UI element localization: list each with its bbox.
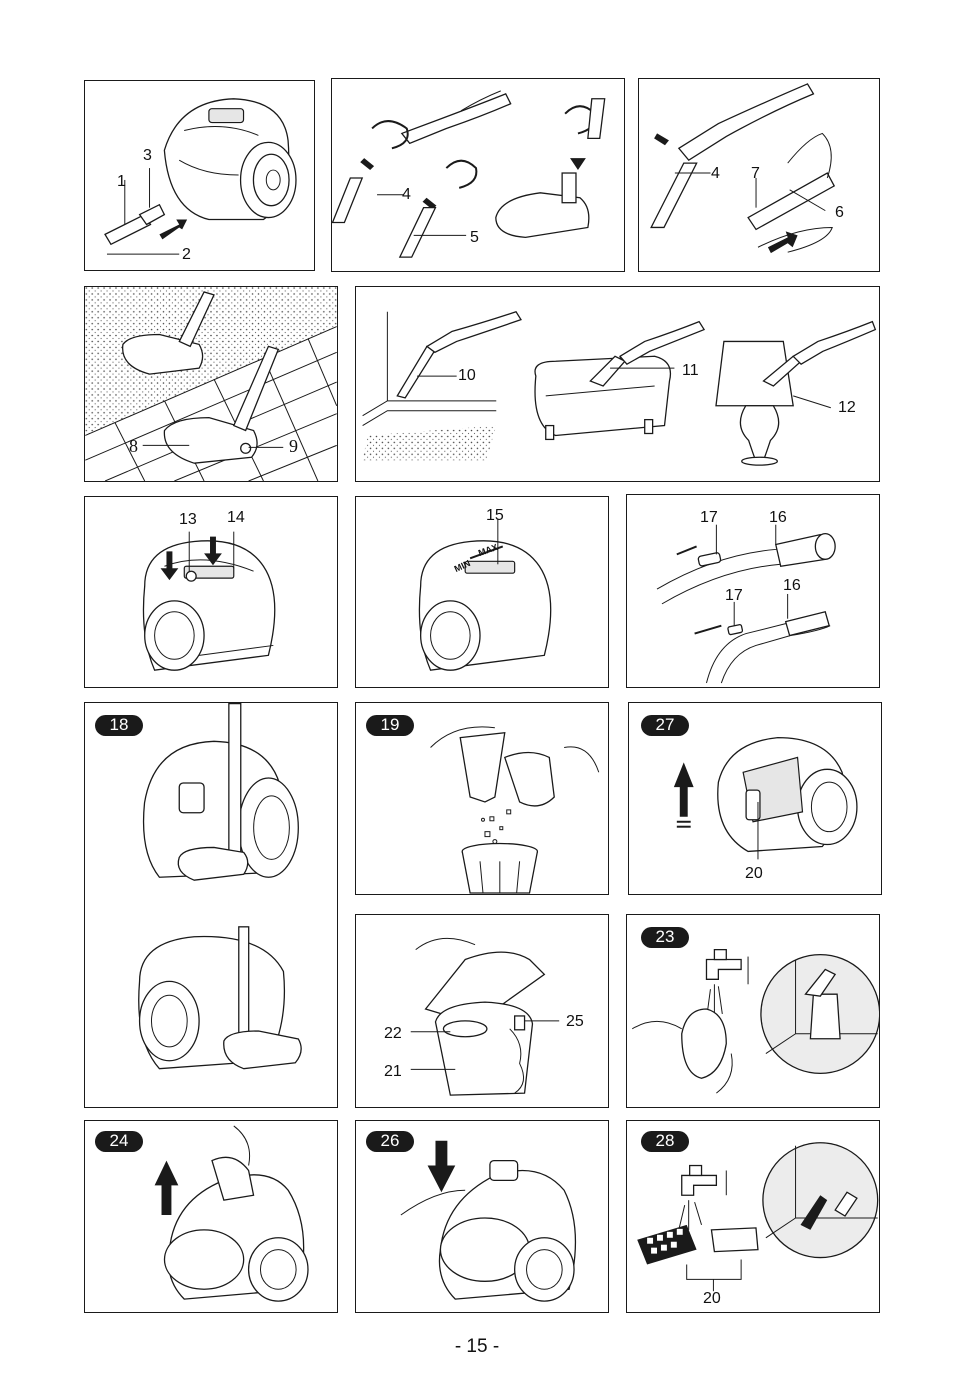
callout-16-bottom: 16 [783, 577, 801, 594]
callout-3: 3 [143, 147, 152, 164]
lift-lid-illustration [154, 1125, 309, 1302]
callout-17-bottom: 17 [725, 587, 743, 604]
telescopic-tube-illustration [650, 83, 836, 254]
power-regulator-illustration [418, 518, 552, 671]
callout-1: 1 [117, 173, 126, 190]
accessory-nozzles-illustration [362, 310, 877, 466]
step-badge-28: 28 [641, 1131, 689, 1152]
remove-filter-illustration [673, 736, 858, 860]
tube-connect-illustration [332, 90, 606, 258]
callout-22: 22 [384, 1025, 402, 1042]
panel-accessory-nozzles: 10 11 12 [355, 286, 880, 482]
wash-filter-illustration [637, 1142, 879, 1292]
callout-20: 20 [745, 865, 763, 882]
hose-airflow-illustration [656, 524, 836, 684]
callout-4: 4 [711, 165, 720, 182]
panel-19-empty-container: 19 [355, 702, 609, 895]
step-badge-26: 26 [366, 1131, 414, 1152]
open-container-illustration [410, 937, 560, 1096]
callout-15: 15 [486, 507, 504, 524]
callout-25: 25 [566, 1013, 584, 1030]
callout-9: 9 [289, 436, 298, 456]
panel-telescopic-tube: 4 6 7 [638, 78, 880, 272]
panel-tube-connect: 4 5 [331, 78, 625, 272]
step-badge-23: 23 [641, 927, 689, 948]
panel-26-close-lid: 26 [355, 1120, 609, 1313]
panel-power-buttons: 13 14 [84, 496, 338, 688]
panel-28-wash-filter: 28 20 [626, 1120, 880, 1313]
callout-21: 21 [384, 1063, 402, 1080]
empty-dust-container-illustration [430, 726, 600, 894]
step-badge-18: 18 [95, 715, 143, 736]
callout-6: 6 [835, 204, 844, 221]
callout-16-top: 16 [769, 509, 787, 526]
callout-8: 8 [129, 436, 138, 456]
panel-23-wash-container: 23 [626, 914, 880, 1108]
panel-hose-connect: 1 2 3 [84, 80, 315, 271]
step-badge-19: 19 [366, 715, 414, 736]
callout-20: 20 [703, 1290, 721, 1307]
page-number: - 15 - [454, 1336, 500, 1357]
callout-7: 7 [751, 165, 760, 182]
step-badge-27: 27 [641, 715, 689, 736]
close-lid-illustration [400, 1140, 577, 1302]
floor-nozzle-illustration [85, 287, 337, 481]
callout-10: 10 [458, 367, 476, 384]
callout-13: 13 [179, 511, 197, 528]
wash-container-illustration [632, 948, 879, 1094]
vacuum-hose-connect-illustration [104, 98, 297, 255]
callout-12: 12 [838, 399, 856, 416]
storage-position-illustration [138, 703, 302, 1070]
panel-open-container: 22 21 25 [355, 914, 609, 1108]
panel-27-remove-filter: 27 20 [628, 702, 882, 895]
panel-18-storage: 18 [84, 702, 338, 1108]
step-badge-24: 24 [95, 1131, 143, 1152]
callout-2: 2 [182, 246, 191, 263]
callout-17-top: 17 [700, 509, 718, 526]
panel-24-lift-lid: 24 [84, 1120, 338, 1313]
panel-floor-nozzle: 8 9 [84, 286, 338, 482]
callout-4: 4 [402, 186, 411, 203]
power-buttons-illustration [142, 531, 276, 671]
panel-hose-airflow: 17 16 17 16 [626, 494, 880, 688]
panel-power-regulator: 15 MIN MAX [355, 496, 609, 688]
callout-5: 5 [470, 229, 479, 246]
callout-11: 11 [682, 362, 699, 379]
callout-14: 14 [227, 509, 245, 526]
